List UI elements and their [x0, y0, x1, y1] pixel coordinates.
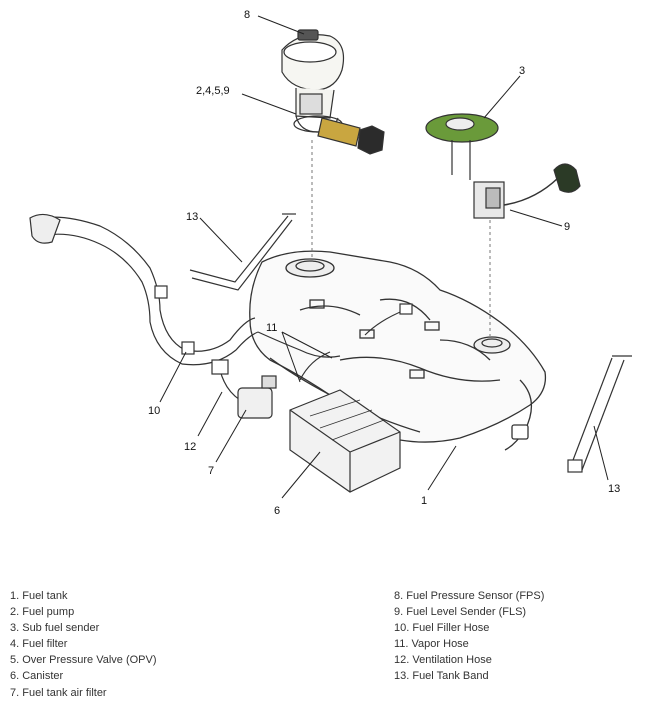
legend-item: 2. Fuel pump: [10, 606, 75, 619]
legend-item: 12. Ventilation Hose: [394, 654, 492, 667]
legend-item: 3. Sub fuel sender: [10, 622, 100, 635]
legend-item: 13. Fuel Tank Band: [394, 670, 489, 683]
fuel-filter: [317, 117, 361, 147]
legend-item: 9. Fuel Level Sender (FLS): [394, 606, 527, 619]
legend-item: 4. Fuel filter: [10, 638, 68, 651]
leader-lines: [159, 15, 609, 499]
callout-7: 7: [208, 465, 214, 477]
legend-item: 10. Fuel Filler Hose: [394, 622, 490, 635]
callout-3: 3: [519, 65, 525, 77]
sub-fuel-sender: [425, 113, 581, 219]
fuel-tank-band-right: [567, 355, 632, 473]
fuel-filler-hose: [29, 213, 259, 366]
legend-item: 1. Fuel tank: [10, 590, 68, 602]
alignment-lines: [311, 140, 491, 336]
legend-right: 8. Fuel Pressure Sensor (FPS) 9. Fuel Le…: [394, 588, 544, 685]
callout-13-left: 13: [186, 211, 198, 223]
callout-11: 11: [266, 322, 277, 334]
legend-item: 7. Fuel tank air filter: [10, 686, 107, 699]
callout-6: 6: [274, 505, 280, 517]
legend-left: 1. Fuel tank 2. Fuel pump 3. Sub fuel se…: [10, 588, 157, 701]
callout-10: 10: [148, 405, 160, 417]
legend-item: 5. Over Pressure Valve (OPV): [10, 654, 157, 667]
fuel-tank: [249, 250, 547, 451]
fuel-system-diagram: 8 2,4,5,9 3 9 13 11 10 12 7 6 1 13: [29, 9, 632, 517]
legend-item: 11. Vapor Hose: [394, 638, 469, 651]
legend-item: 8. Fuel Pressure Sensor (FPS): [394, 590, 545, 602]
callout-13-right: 13: [608, 483, 620, 495]
callout-9: 9: [564, 221, 570, 233]
callout-2-4-5-9: 2,4,5,9: [196, 85, 230, 97]
canister: [289, 389, 401, 493]
fuel-tank-air-filter: [237, 375, 277, 419]
callout-12: 12: [184, 441, 196, 453]
callout-1: 1: [421, 495, 427, 507]
callout-8: 8: [244, 9, 250, 21]
vapor-hoses: [211, 303, 413, 401]
legend-item: 6. Canister: [10, 670, 64, 683]
fuel-pump-module: [281, 29, 385, 155]
fuel-tank-band-left: [189, 213, 296, 291]
